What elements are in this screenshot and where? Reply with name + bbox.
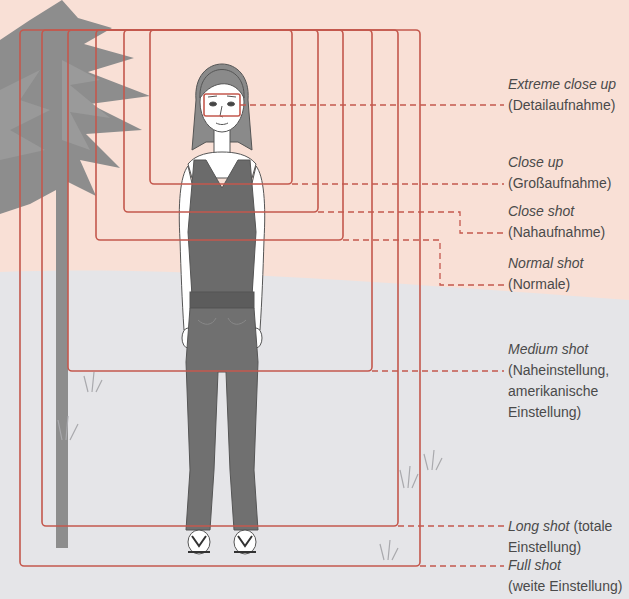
grass-tuft <box>58 416 78 440</box>
shot-label: Close up(Großaufnahme) <box>508 152 629 194</box>
shot-label: Normal shot(Normale) <box>508 253 629 295</box>
eye <box>210 102 217 106</box>
extreme-close-up-frame <box>204 94 240 116</box>
eye <box>228 102 235 106</box>
shot-name: Close up <box>508 152 629 173</box>
foot <box>234 530 256 554</box>
shot-label: Extreme close up(Detailaufnahme) <box>508 74 629 116</box>
leader-line <box>398 525 504 526</box>
close-shot-frame <box>124 30 318 212</box>
tank-top <box>188 160 256 296</box>
german-term: (Normale) <box>508 274 629 295</box>
grass-tuft <box>400 466 418 488</box>
trousers <box>186 308 258 530</box>
pockets <box>198 318 246 324</box>
tree <box>0 0 150 548</box>
normal-shot-frame <box>96 30 343 240</box>
german-term: (Detailaufnahme) <box>508 95 629 116</box>
face-lines <box>208 96 236 125</box>
german-term: (Nahaufnahme) <box>508 222 629 243</box>
german-term: (weite Einstellung) <box>508 576 629 597</box>
medium-shot-frame <box>68 30 372 371</box>
shot-name: Medium shot <box>508 339 629 360</box>
grass-tuft <box>380 540 398 560</box>
leader-line <box>420 565 504 566</box>
shot-name: Normal shot <box>508 253 629 274</box>
leader-line <box>372 370 504 371</box>
tree-branches <box>62 60 110 150</box>
leader-line <box>343 240 504 285</box>
waistband <box>190 292 254 308</box>
leader-lines <box>240 105 504 566</box>
shot-label: Medium shot(Naheinstellung, amerikanisch… <box>508 339 629 423</box>
sandal-straps <box>188 536 256 552</box>
grass-tuft <box>84 372 102 392</box>
leader-line <box>240 104 504 105</box>
grass-tuft <box>424 450 442 470</box>
foot <box>188 530 210 554</box>
close-up-frame <box>150 30 292 184</box>
shot-name: Long shot <box>508 518 570 534</box>
shot-label: Long shot(totale Einstellung) <box>508 516 629 558</box>
shot-name: Full shot <box>508 555 629 576</box>
woman <box>179 64 264 554</box>
tree-silhouette <box>0 0 150 548</box>
ground <box>0 270 629 599</box>
german-term: (Großaufnahme) <box>508 173 629 194</box>
full-shot-frame <box>20 30 420 566</box>
shot-name: Extreme close up <box>508 74 629 95</box>
shot-frames <box>20 30 420 566</box>
german-term: (Naheinstellung, amerikanische Einstellu… <box>508 360 629 423</box>
shot-label: Full shot(weite Einstellung) <box>508 555 629 597</box>
leader-line <box>318 212 504 233</box>
leader-line <box>292 183 504 184</box>
shot-name: Close shot <box>508 201 629 222</box>
shot-label: Close shot(Nahaufnahme) <box>508 201 629 243</box>
